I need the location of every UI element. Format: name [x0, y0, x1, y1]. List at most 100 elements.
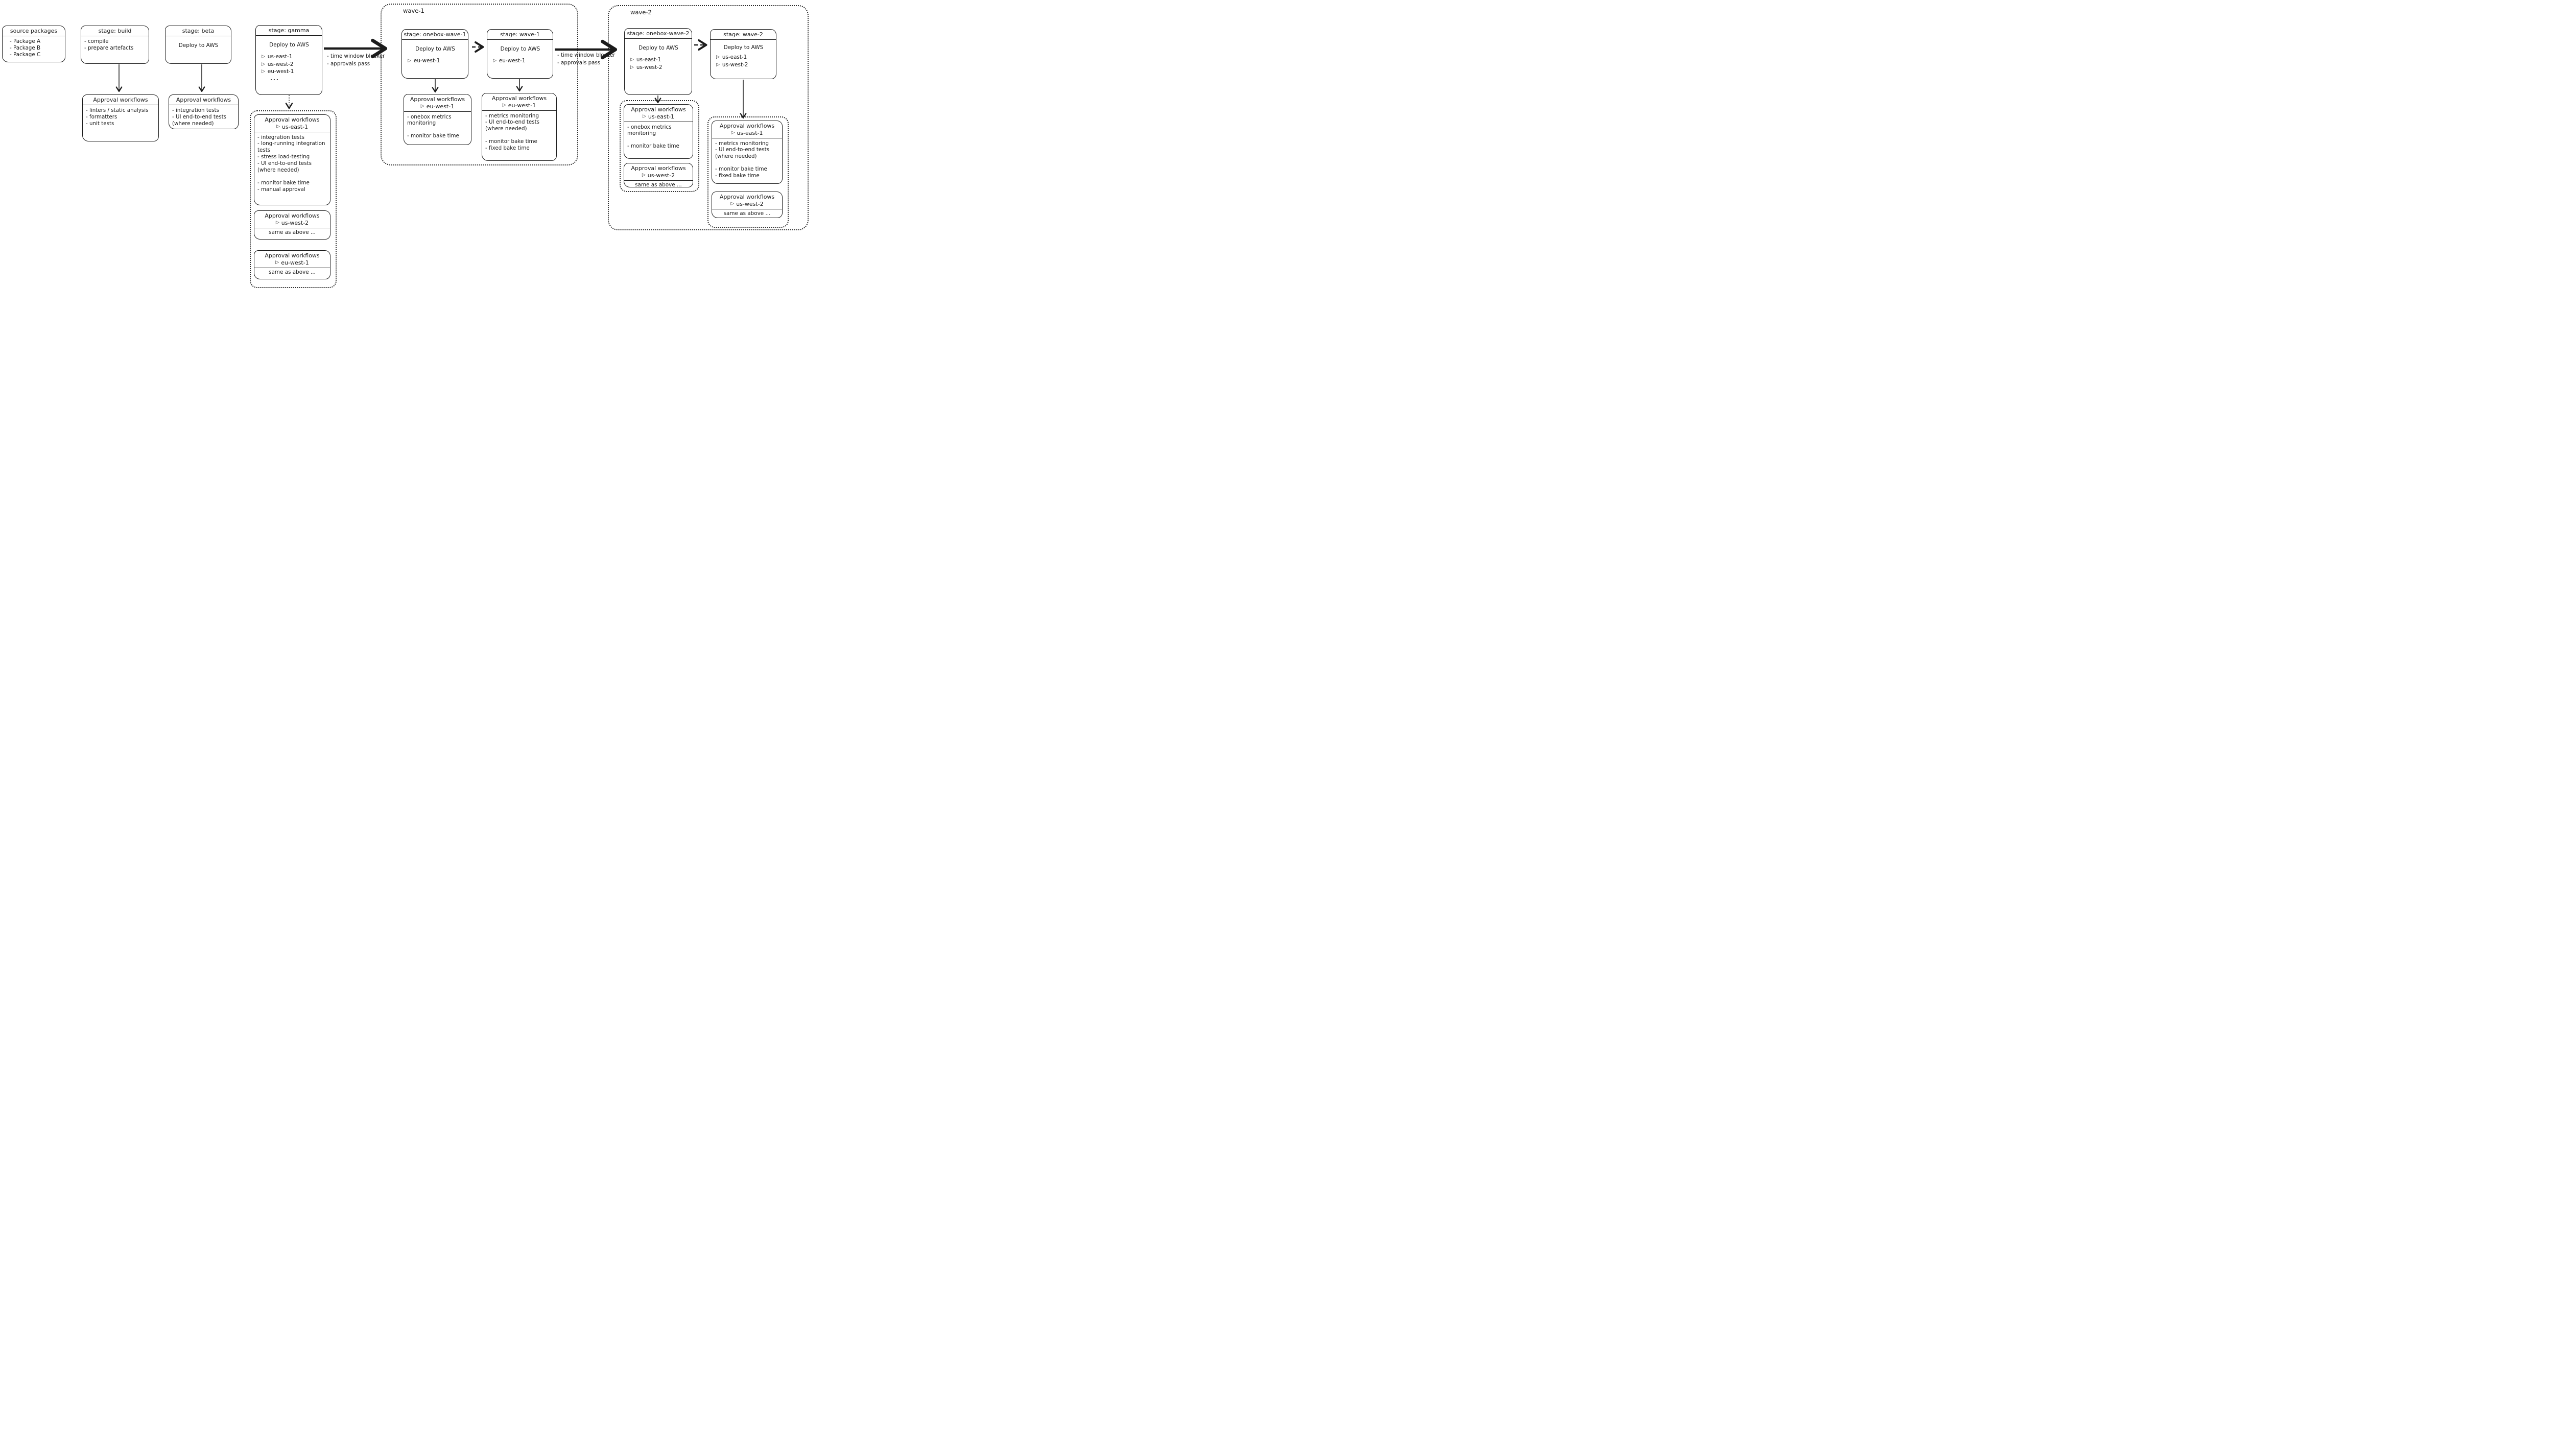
node-title: source packages [3, 26, 65, 36]
list-item: - UI end-to-end tests (where needed) [257, 160, 312, 174]
same-as-above-note: same as above ... [269, 269, 316, 275]
same-as-above-note: same as above ... [269, 229, 316, 235]
wave-2-approval-us-west-2-node: Approval workflows ▷ us-west-2 same as a… [712, 192, 783, 218]
play-icon: ▷ [731, 130, 735, 136]
deploy-text: Deploy to AWS [638, 44, 678, 51]
play-icon: ▷ [275, 220, 279, 226]
node-title: Approval workflows [83, 95, 158, 105]
list-item: - integration tests [172, 107, 219, 113]
list-item-gap [485, 132, 554, 138]
list-item: - UI end-to-end tests (where needed) [715, 147, 770, 160]
region-name: us-west-2 [722, 61, 748, 68]
region-row: ▷ us-east-1 [714, 54, 773, 61]
list-item: - metrics monitoring [715, 140, 769, 147]
region-row: ▷ us-west-2 [628, 64, 689, 71]
approval-title: Approval workflows [265, 252, 320, 259]
region-row: ▷ us-west-2 [255, 220, 329, 227]
region-row: ▷ us-west-2 [714, 62, 773, 68]
region-name: us-west-2 [647, 172, 675, 179]
approval-title: Approval workflows [491, 95, 547, 102]
region-name: eu-west-1 [508, 102, 536, 109]
edge-label-line: - time window blocker [557, 52, 616, 58]
region-row: ▷ us-west-2 [625, 172, 692, 179]
approval-title: Approval workflows [410, 96, 465, 103]
region-row: ▷ us-east-1 [625, 113, 692, 121]
list-item: - compile [84, 38, 109, 44]
node-title: Approval workflows ▷ eu-west-1 [404, 94, 471, 112]
node-title: Approval workflows ▷ us-west-2 [712, 192, 782, 209]
stage-gamma-node: stage: gamma Deploy to AWS ▷ us-east-1 ▷… [255, 25, 322, 95]
onebox-wave-2-approval-us-east-1-node: Approval workflows ▷ us-east-1 - onebox … [624, 104, 693, 159]
list-item: - manual approval [257, 186, 305, 193]
node-title: stage: onebox-wave-1 [402, 30, 468, 40]
play-icon: ▷ [642, 114, 646, 120]
node-title: Approval workflows ▷ us-east-1 [254, 115, 330, 132]
region-row: ▷ eu-west-1 [490, 58, 550, 64]
approval-title: Approval workflows [265, 212, 320, 219]
approval-title: Approval workflows [719, 194, 775, 200]
list-item: - stress load-testing [257, 154, 310, 160]
node-title: stage: beta [165, 26, 231, 36]
source-packages-node: source packages - Package A - Package B … [2, 26, 65, 62]
region-name: eu-west-1 [426, 103, 455, 110]
edge-label-wave1-to-wave2: - time window blocker - approvals pass [557, 52, 615, 67]
list-item: - fixed bake time [485, 145, 530, 152]
region-row: ▷ eu-west-1 [259, 68, 319, 75]
wave-2-container [608, 5, 809, 230]
region-name: us-east-1 [281, 123, 309, 130]
list-item: - formatters [86, 113, 117, 120]
region-row: ▷ eu-west-1 [405, 103, 470, 110]
region-row: ▷ eu-west-1 [483, 102, 555, 109]
play-icon: ▷ [408, 58, 411, 64]
stage-beta-node: stage: beta Deploy to AWS [165, 26, 231, 64]
wave-1-container [381, 4, 578, 165]
list-item: - monitor bake time [257, 180, 310, 186]
wave-1-label: wave-1 [403, 7, 424, 14]
beta-approval-node: Approval workflows - integration tests -… [169, 94, 239, 129]
gamma-approval-us-east-1-node: Approval workflows ▷ us-east-1 - integra… [254, 114, 330, 205]
region-name: us-west-2 [736, 200, 764, 207]
ellipsis-text: ... [270, 75, 279, 82]
gamma-approval-eu-west-1-node: Approval workflows ▷ eu-west-1 same as a… [254, 250, 330, 279]
node-title: stage: build [81, 26, 149, 36]
list-item-gap [715, 160, 779, 166]
node-title: Approval workflows ▷ eu-west-1 [254, 251, 330, 268]
deploy-text: Deploy to AWS [723, 44, 764, 51]
list-item: - prepare artefacts [84, 44, 134, 51]
deploy-text: Deploy to AWS [500, 45, 540, 52]
node-title: Approval workflows ▷ us-west-2 [254, 211, 330, 228]
node-title: Approval workflows ▷ us-west-2 [624, 163, 693, 181]
region-row: ▷ us-east-1 [255, 124, 329, 131]
region-name: us-east-1 [267, 53, 293, 60]
wave-1-approval-node: Approval workflows ▷ eu-west-1 - metrics… [482, 93, 557, 161]
play-icon: ▷ [642, 173, 646, 178]
node-title: Approval workflows [169, 95, 238, 105]
region-name: us-west-2 [267, 61, 294, 67]
stage-onebox-wave-2-node: stage: onebox-wave-2 Deploy to AWS ▷ us-… [624, 28, 692, 95]
edge-label-gamma-to-wave1: - time window blocker - approvals pass [327, 53, 385, 68]
list-item: - long-running integration tests [257, 140, 325, 154]
build-approval-node: Approval workflows - linters / static an… [82, 94, 159, 141]
play-icon: ▷ [276, 124, 280, 130]
list-item: - integration tests [257, 134, 304, 140]
play-icon: ▷ [262, 69, 265, 75]
stage-wave-2-node: stage: wave-2 Deploy to AWS ▷ us-east-1 … [710, 29, 776, 79]
node-title: stage: wave-2 [711, 30, 776, 40]
region-row: ▷ us-east-1 [259, 54, 319, 60]
list-item: - linters / static analysis [86, 107, 149, 113]
play-icon: ▷ [716, 55, 720, 60]
region-row: ▷ us-west-2 [713, 201, 781, 208]
region-name: us-west-2 [281, 219, 309, 226]
approval-title: Approval workflows [631, 106, 686, 113]
list-item: - monitor bake time [715, 166, 767, 173]
region-row: ▷ us-west-2 [259, 61, 319, 68]
edge-label-line: - approvals pass [557, 59, 601, 66]
region-row: ▷ eu-west-1 [405, 58, 465, 64]
region-name: eu-west-1 [281, 259, 309, 266]
same-as-above-note: same as above ... [635, 181, 682, 188]
list-item: - Package B [10, 44, 41, 51]
list-item-gap [407, 127, 468, 133]
list-item-gap [257, 174, 327, 180]
region-name: us-west-2 [636, 64, 663, 70]
play-icon: ▷ [262, 54, 265, 60]
